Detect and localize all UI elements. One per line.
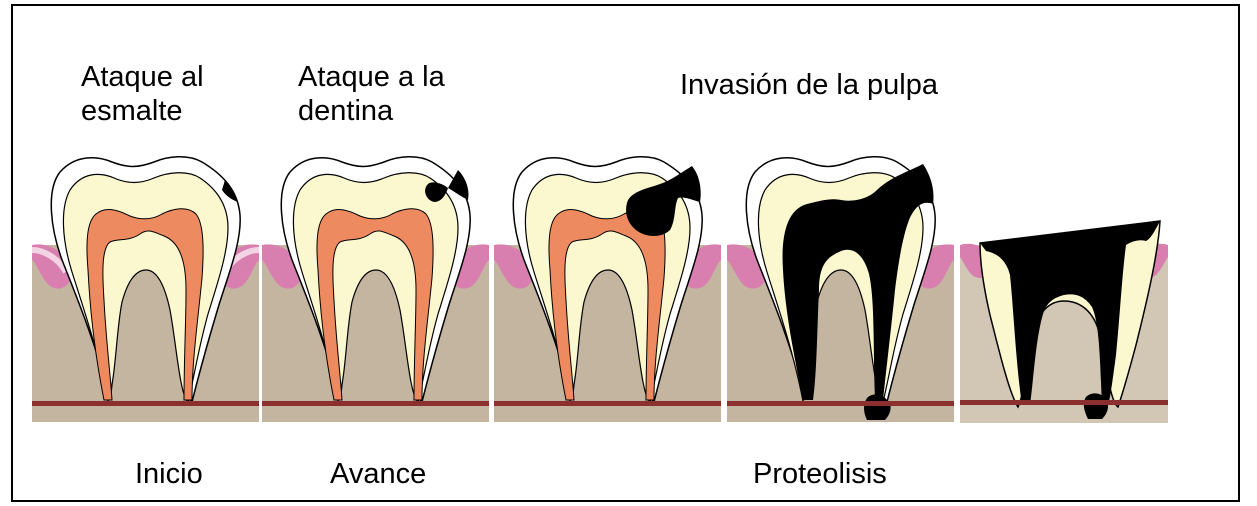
- label-dentin-attack-line1: Ataque a la: [298, 60, 445, 95]
- reference-line: [32, 401, 259, 406]
- tooth-panel-dentin-attack: [262, 150, 489, 422]
- label-enamel-attack-line1: Ataque al: [81, 60, 204, 95]
- periapical-lesion: [1084, 393, 1108, 419]
- tooth-panel-enamel-attack: [32, 150, 259, 422]
- reference-line: [960, 400, 1168, 405]
- reference-line: [494, 401, 721, 406]
- reference-line: [262, 401, 489, 406]
- label-pulp-invasion: Invasión de la pulpa: [680, 68, 938, 103]
- label-proteolysis: Proteolisis: [753, 457, 887, 492]
- label-start: Inicio: [135, 457, 203, 492]
- tooth-panel-crown-destroyed: [960, 215, 1168, 423]
- label-dentin-attack-line2: dentina: [298, 94, 393, 129]
- label-advance: Avance: [330, 457, 426, 492]
- label-enamel-attack-line2: esmalte: [81, 94, 183, 129]
- tooth-panel-pulp-destroyed: [727, 150, 954, 422]
- tooth-panel-pulp-invasion: [494, 150, 721, 422]
- reference-line: [727, 401, 954, 406]
